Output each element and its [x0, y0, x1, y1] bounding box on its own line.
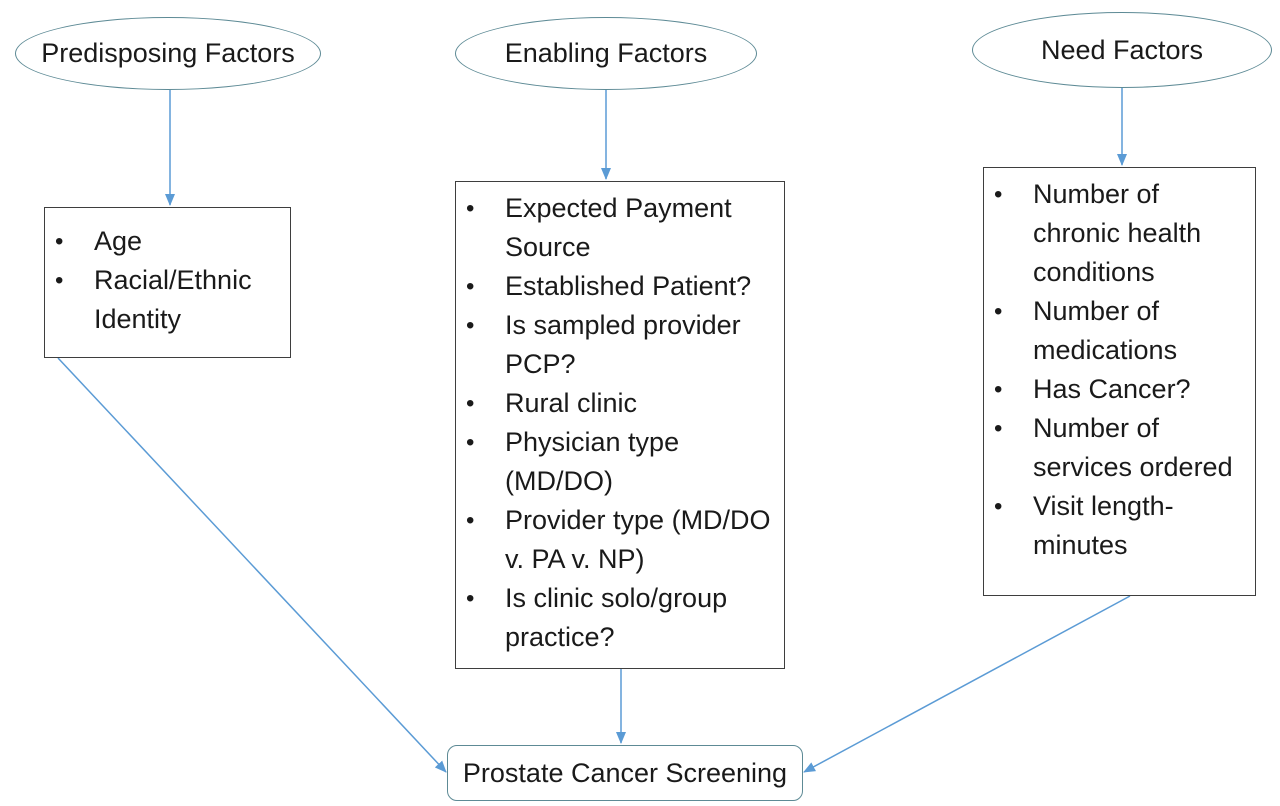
need-factors-ellipse: Need Factors [972, 12, 1272, 88]
enabling-factors-list: Expected Payment Source Established Pati… [456, 189, 772, 657]
need-factors-list: Number of chronic health conditions Numb… [984, 175, 1237, 565]
predisposing-factors-ellipse: Predisposing Factors [15, 17, 321, 90]
need-factors-box: Number of chronic health conditions Numb… [983, 167, 1256, 596]
list-item: Racial/Ethnic Identity [45, 261, 290, 339]
arrow-predisposing-box-to-outcome [57, 357, 447, 773]
list-item: Physician type (MD/DO) [456, 423, 772, 501]
predisposing-factors-list: Age Racial/Ethnic Identity [45, 222, 290, 339]
list-item: Visit length- minutes [984, 487, 1237, 565]
list-item: Number of services ordered [984, 409, 1237, 487]
list-item: Is sampled provider PCP? [456, 306, 772, 384]
enabling-factors-title: Enabling Factors [504, 38, 708, 68]
list-item: Number of medications [984, 292, 1237, 370]
outcome-label: Prostate Cancer Screening [462, 757, 788, 788]
list-item: Is clinic solo/group practice? [456, 579, 772, 657]
predisposing-factors-title: Predisposing Factors [41, 38, 295, 68]
arrow-need-box-to-outcome [803, 595, 1131, 773]
list-item: Provider type (MD/DO v. PA v. NP) [456, 501, 772, 579]
list-item: Number of chronic health conditions [984, 175, 1237, 292]
predisposing-factors-box: Age Racial/Ethnic Identity [44, 207, 291, 358]
list-item: Established Patient? [456, 267, 772, 306]
enabling-factors-ellipse: Enabling Factors [455, 17, 757, 90]
list-item: Has Cancer? [984, 370, 1237, 409]
list-item: Age [45, 222, 290, 261]
list-item: Rural clinic [456, 384, 772, 423]
enabling-factors-box: Expected Payment Source Established Pati… [455, 181, 785, 669]
need-factors-title: Need Factors [1040, 34, 1204, 65]
list-item: Expected Payment Source [456, 189, 772, 267]
prostate-cancer-screening-box: Prostate Cancer Screening [447, 745, 803, 801]
